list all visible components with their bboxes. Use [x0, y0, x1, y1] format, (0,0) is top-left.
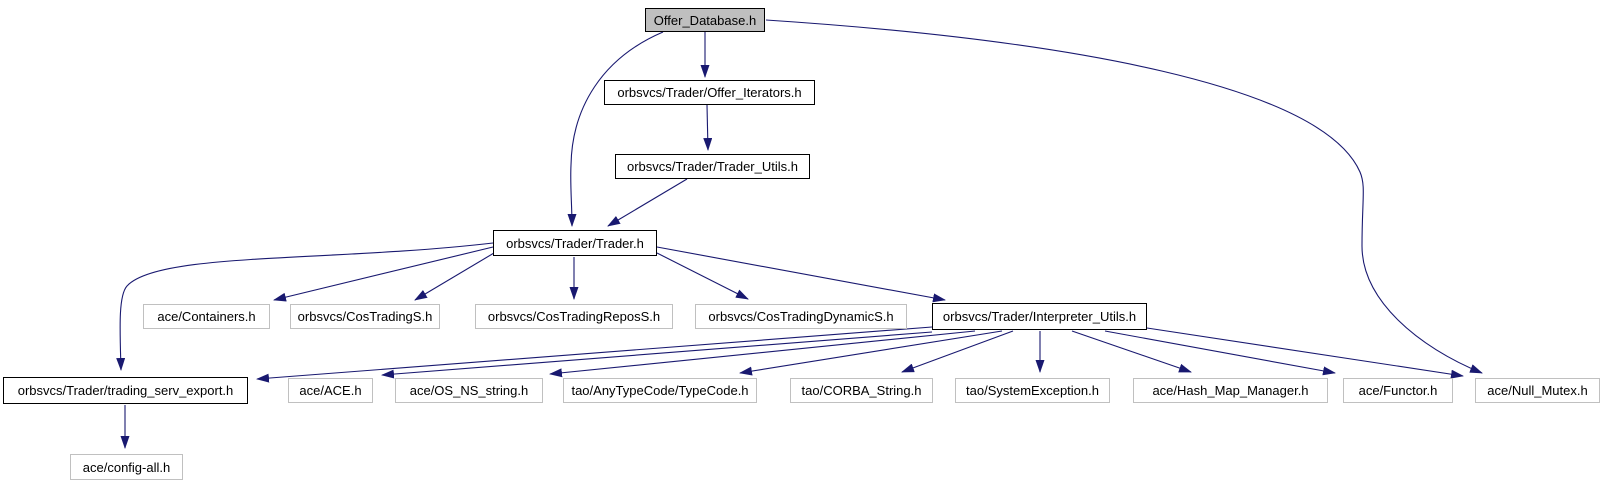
- edge-interpreterutils-to-ace: [381, 331, 933, 379]
- node-typecode: tao/AnyTypeCode/TypeCode.h: [563, 378, 757, 403]
- node-costradingreposs: orbsvcs/CosTradingReposS.h: [475, 304, 673, 329]
- node-interpreter-utils[interactable]: orbsvcs/Trader/Interpreter_Utils.h: [932, 303, 1147, 330]
- edge-trader-to-interpreterutils: [656, 246, 946, 303]
- node-ace-containers: ace/Containers.h: [143, 304, 270, 329]
- edge-interpreterutils-to-osnsstring: [549, 330, 976, 378]
- edge-interpreterutils-to-tradingservexport: [256, 326, 933, 383]
- edge-trader-to-containers: [273, 246, 494, 302]
- node-corba-string: tao/CORBA_String.h: [790, 378, 933, 403]
- edge-offeriterators-to-traderutils: [703, 104, 713, 151]
- edge-trader-to-tradingservexport: [116, 242, 494, 371]
- node-costradings: orbsvcs/CosTradingS.h: [290, 304, 440, 329]
- edge-offerdb-to-trader: [567, 31, 664, 227]
- node-trader[interactable]: orbsvcs/Trader/Trader.h: [493, 230, 657, 256]
- edge-interpreterutils-to-corbastring: [901, 330, 1014, 373]
- edge-trader-to-costradings: [414, 252, 495, 301]
- node-trader-utils[interactable]: orbsvcs/Trader/Trader_Utils.h: [615, 154, 810, 179]
- edge-interpreterutils-to-hashmapmanager: [1071, 330, 1192, 373]
- edge-interpreterutils-to-typecode: [739, 330, 1003, 376]
- edge-trader-to-costradingdynamics: [656, 252, 749, 300]
- node-os-ns-string: ace/OS_NS_string.h: [395, 378, 543, 403]
- node-null-mutex: ace/Null_Mutex.h: [1475, 378, 1600, 403]
- node-costradingdynamics: orbsvcs/CosTradingDynamicS.h: [695, 304, 907, 329]
- node-ace-ace: ace/ACE.h: [288, 378, 373, 403]
- edge-offerdb-to-nullmutex: [765, 19, 1483, 374]
- node-config-all: ace/config-all.h: [70, 454, 183, 480]
- edge-interpreterutils-to-functor: [1104, 330, 1336, 376]
- node-trading-serv-export[interactable]: orbsvcs/Trader/trading_serv_export.h: [3, 377, 248, 404]
- node-functor: ace/Functor.h: [1343, 378, 1453, 403]
- node-offer-iterators[interactable]: orbsvcs/Trader/Offer_Iterators.h: [604, 80, 815, 105]
- node-hash-map-manager: ace/Hash_Map_Manager.h: [1133, 378, 1328, 403]
- edge-traderutils-to-trader: [607, 178, 688, 227]
- node-offer-database: Offer_Database.h: [645, 8, 765, 32]
- edge-interpreterutils-to-nullmutex: [1146, 327, 1464, 379]
- node-systemexception: tao/SystemException.h: [955, 378, 1110, 403]
